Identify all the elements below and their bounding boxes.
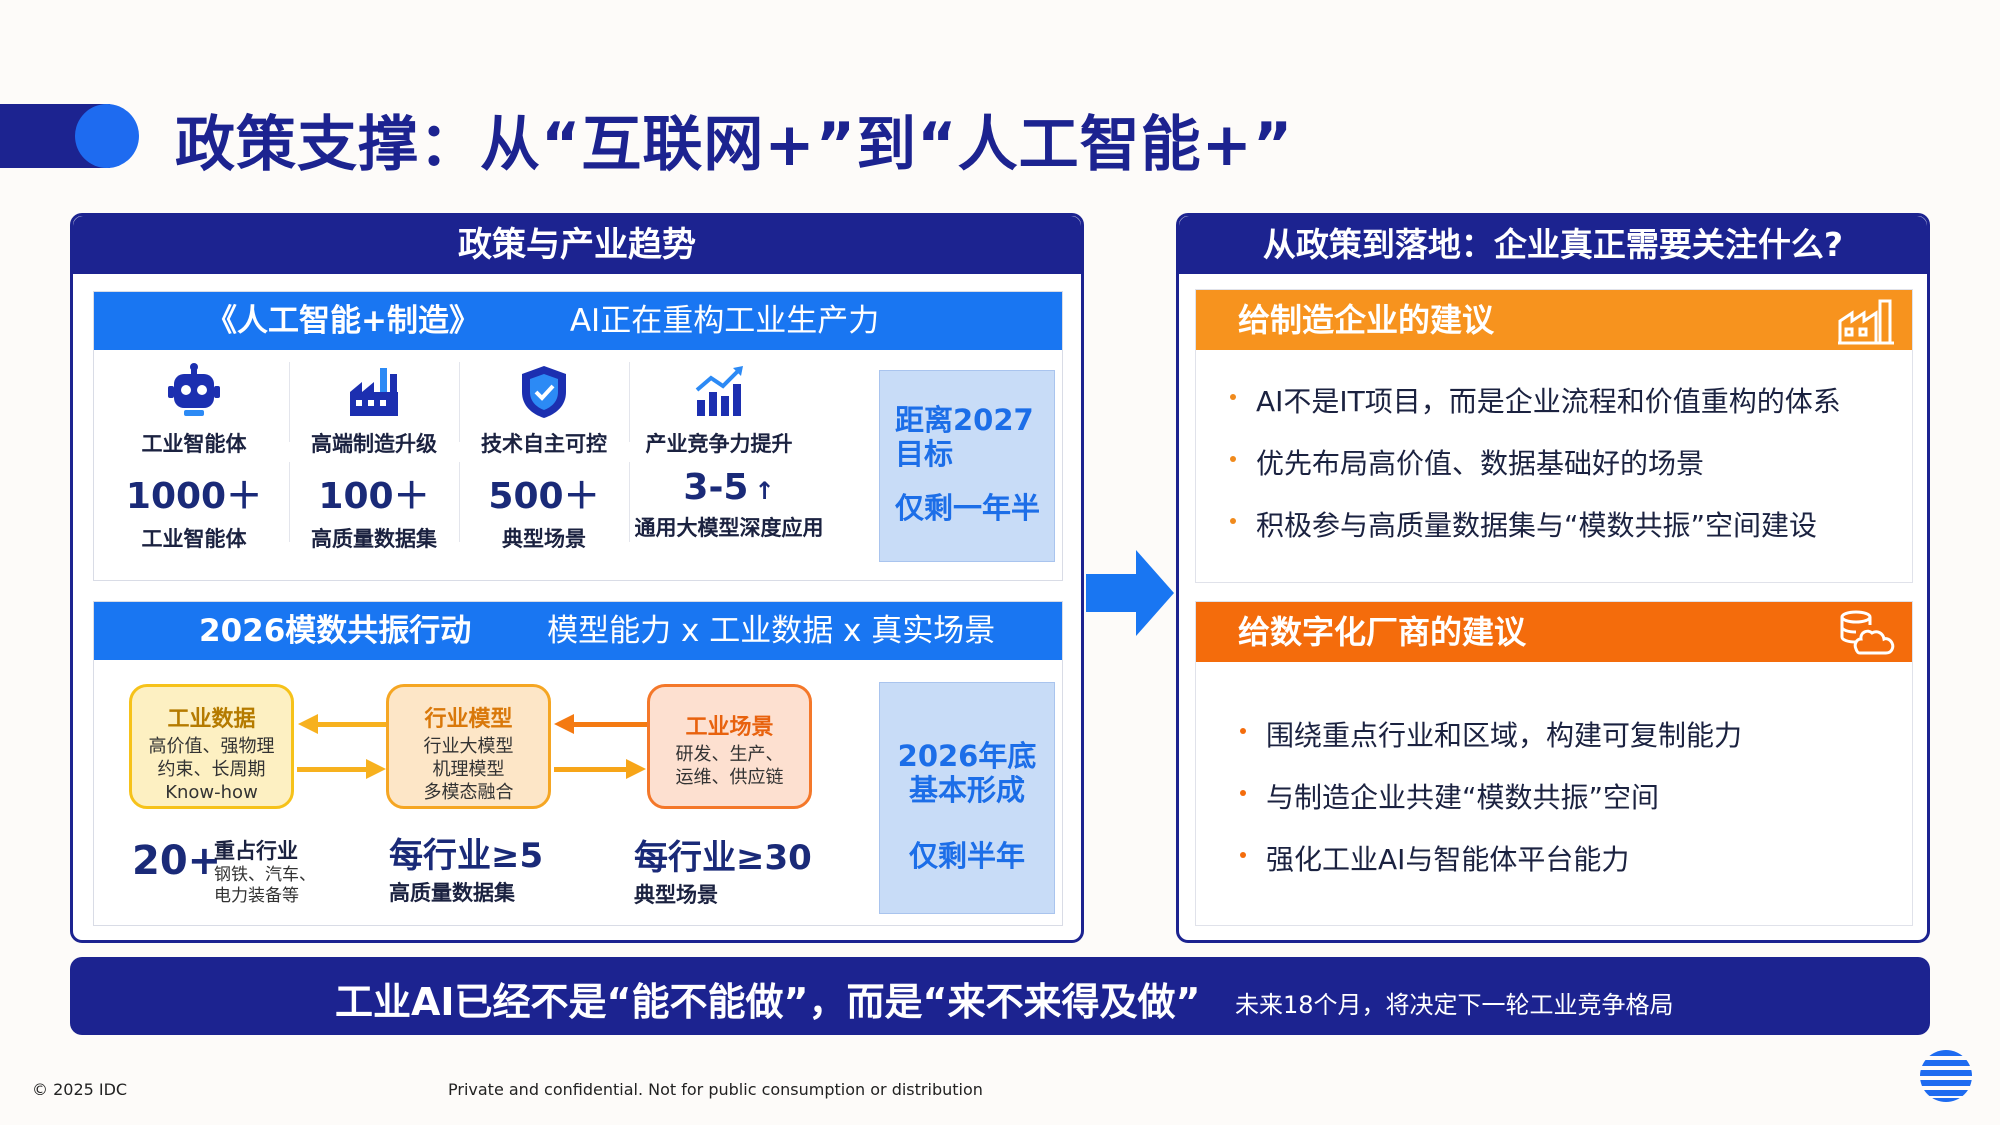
cloud-database-icon bbox=[1836, 607, 1896, 678]
manufacturer-advice-section: 给制造企业的建议 AI不是IT项目，而是企业流程和价值重构的体系 优先布局高价值… bbox=[1195, 289, 1913, 583]
item-tech-autonomy: 技术自主可控 bbox=[459, 362, 629, 458]
ai-manufacturing-subtitle: AI正在重构工业生产力 bbox=[569, 303, 880, 339]
vendor-advice-title: 给数字化厂商的建议 bbox=[1238, 613, 1527, 651]
manufacturer-advice-title: 给制造企业的建议 bbox=[1238, 301, 1495, 339]
enterprise-focus-header: 从政策到落地：企业真正需要关注什么? bbox=[1179, 216, 1927, 274]
vendor-advice-section: 给数字化厂商的建议 围绕重点行业和区域，构建可复制能力 与制造企业共建“模数共振… bbox=[1195, 601, 1913, 926]
flow-box-industrial-scenario: 工业场景 研发、生产、 运维、供应链 bbox=[647, 684, 812, 809]
stat-industrial-agents: 1000＋ 工业智能体 bbox=[125, 476, 263, 551]
shield-icon bbox=[514, 362, 574, 422]
list-item: 围绕重点行业和区域，构建可复制能力 bbox=[1240, 714, 1912, 754]
policy-trend-header: 政策与产业趋势 bbox=[73, 216, 1081, 274]
deadline-2027-box: 距离2027 目标 仅剩一年半 bbox=[879, 370, 1055, 562]
list-item: 优先布局高价值、数据基础好的场景 bbox=[1230, 442, 1912, 482]
ai-manufacturing-section: 《人工智能+制造》 AI正在重构工业生产力 bbox=[93, 291, 1063, 581]
resonance-strip: 2026模数共振行动 模型能力 x 工业数据 x 真实场景 bbox=[94, 602, 1062, 660]
title-accent-dot bbox=[75, 104, 139, 168]
confidential-notice: Private and confidential. Not for public… bbox=[448, 1080, 983, 1099]
flow-arrow-icon bbox=[1086, 550, 1176, 640]
list-item: 强化工业AI与智能体平台能力 bbox=[1240, 838, 1912, 878]
flow-box-industry-model: 行业模型 行业大模型 机理模型 多模态融合 bbox=[386, 684, 551, 809]
vendor-advice-list: 围绕重点行业和区域，构建可复制能力 与制造企业共建“模数共振”空间 强化工业AI… bbox=[1240, 714, 1912, 878]
idc-logo-icon bbox=[1918, 1048, 1974, 1108]
ai-manufacturing-strip: 《人工智能+制造》 AI正在重构工业生产力 bbox=[94, 292, 1062, 350]
list-item: 积极参与高质量数据集与“模数共振”空间建设 bbox=[1230, 504, 1912, 544]
factory-icon bbox=[344, 362, 404, 422]
resonance-title: 2026模数共振行动 bbox=[199, 613, 472, 649]
conclusion-banner: 工业AI已经不是“能不能做”，而是“来不来得及做” 未来18个月，将决定下一轮工… bbox=[70, 957, 1930, 1035]
policy-trend-panel: 政策与产业趋势 《人工智能+制造》 AI正在重构工业生产力 bbox=[70, 213, 1084, 943]
up-arrow-icon: ↑ bbox=[754, 477, 775, 505]
item-industrial-agent: 工业智能体 bbox=[109, 362, 279, 458]
stat-key-industries: 重占行业 钢铁、汽车、 电力装备等 bbox=[214, 839, 316, 906]
robot-icon bbox=[164, 362, 224, 422]
flow-box-industrial-data: 工业数据 高价值、强物理 约束、长周期 Know-how bbox=[129, 684, 294, 809]
manufacturer-advice-header: 给制造企业的建议 bbox=[1196, 290, 1912, 350]
list-item: AI不是IT项目，而是企业流程和价值重构的体系 bbox=[1230, 380, 1912, 420]
conclusion-main-text: 工业AI已经不是“能不能做”，而是“来不来得及做” bbox=[335, 980, 1201, 1024]
stat-datasets-per-industry: 每行业≥5 高质量数据集 bbox=[389, 836, 544, 905]
stat-quality-datasets: 100＋ 高质量数据集 bbox=[311, 476, 437, 551]
arrow-data-to-model bbox=[297, 767, 367, 772]
arrow-model-to-data bbox=[316, 722, 386, 727]
list-item: 与制造企业共建“模数共振”空间 bbox=[1240, 776, 1912, 816]
page-title: 政策支撑：从“互联网+”到“人工智能+” bbox=[175, 110, 1294, 180]
item-competitiveness: 产业竞争力提升 bbox=[629, 362, 809, 458]
conclusion-sub-text: 未来18个月，将决定下一轮工业竞争格局 bbox=[1235, 991, 1674, 1019]
item-high-end-manufacturing: 高端制造升级 bbox=[289, 362, 459, 458]
factory-outline-icon bbox=[1836, 295, 1896, 366]
stat-key-industries-number: 20+ bbox=[132, 838, 222, 884]
stat-general-models: 3-5↑ 通用大模型深度应用 bbox=[634, 467, 824, 540]
resonance-subtitle: 模型能力 x 工业数据 x 真实场景 bbox=[547, 613, 996, 649]
stat-typical-scenarios: 500＋ 典型场景 bbox=[488, 476, 600, 551]
ai-manufacturing-title: 《人工智能+制造》 bbox=[206, 303, 480, 339]
growth-chart-icon bbox=[689, 362, 749, 422]
arrow-model-to-scenario bbox=[554, 767, 627, 772]
copyright: © 2025 IDC bbox=[32, 1080, 128, 1099]
model-data-resonance-section: 2026模数共振行动 模型能力 x 工业数据 x 真实场景 工业数据 高价值、强… bbox=[93, 601, 1063, 926]
deadline-2026-box: 2026年底 基本形成 仅剩半年 bbox=[879, 682, 1055, 914]
manufacturer-advice-list: AI不是IT项目，而是企业流程和价值重构的体系 优先布局高价值、数据基础好的场景… bbox=[1230, 380, 1912, 544]
enterprise-focus-panel: 从政策到落地：企业真正需要关注什么? 给制造企业的建议 AI不是IT项目，而是企… bbox=[1176, 213, 1930, 943]
arrow-scenario-to-model bbox=[572, 722, 647, 727]
stat-scenarios-per-industry: 每行业≥30 典型场景 bbox=[634, 838, 812, 907]
vendor-advice-header: 给数字化厂商的建议 bbox=[1196, 602, 1912, 662]
